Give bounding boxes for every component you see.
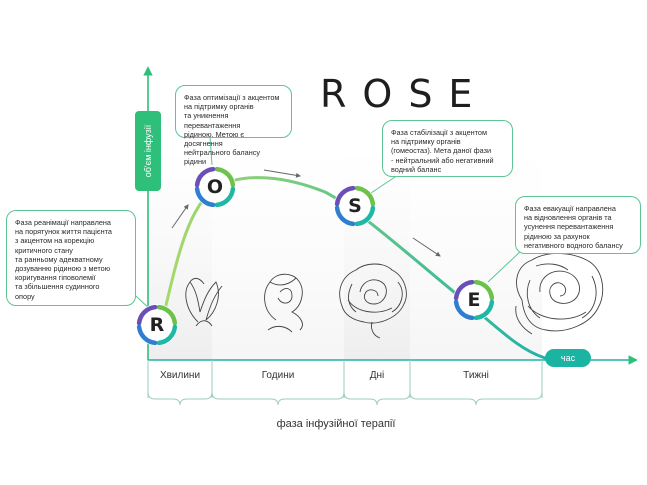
node-ring-segment-r-1: [156, 304, 178, 326]
direction-arrow-3: [412, 237, 441, 257]
direction-arrow-2: [263, 169, 301, 178]
callout-pointers: [135, 135, 523, 314]
node-letter-r: R: [149, 314, 165, 336]
callout-optimization: Фаза оптимізації з акцентом на підтримку…: [175, 85, 292, 166]
phase-brackets: [147, 360, 543, 406]
diagram-title: ROSE: [320, 72, 489, 116]
node-ring-segment-o-1: [214, 166, 236, 188]
node-ring-segment-s-3: [334, 205, 356, 227]
callout-stabilization: Фаза стабілізації з акцентом на підтримк…: [382, 120, 513, 177]
rose-bud-sketch: [185, 277, 223, 327]
node-disc-s: [334, 185, 376, 227]
node-ring-segment-r-3: [136, 324, 158, 346]
node-ring-segment-r-4: [136, 304, 158, 326]
node-letter-e: E: [467, 289, 481, 311]
node-ring-segment-s-4: [334, 185, 356, 207]
node-ring-o: [194, 166, 236, 208]
node-ring-segment-o-2: [214, 186, 236, 208]
node-ring-segment-o-3: [194, 186, 216, 208]
callout-evacuation: Фаза евакуації направлена на відновлення…: [515, 196, 641, 254]
phase-label-minutes: Хвилини: [159, 370, 201, 381]
node-ring-segment-e-4: [453, 279, 475, 301]
node-ring-segment-o-4: [194, 166, 216, 188]
phase-label-days: Дні: [369, 370, 385, 381]
rose-open-sketch: [339, 263, 407, 339]
rose-full-sketch: [515, 253, 604, 335]
y-axis-label-box: об'єм інфузії: [135, 111, 161, 191]
phase-label-weeks: Тижні: [463, 370, 489, 381]
phase-band-4: [410, 150, 542, 360]
node-ring-segment-s-1: [354, 185, 376, 207]
y-axis-label: об'єм інфузії: [143, 124, 153, 178]
node-ring-segment-e-1: [473, 279, 495, 301]
node-ring-segment-r-2: [156, 324, 178, 346]
node-letter-o: O: [206, 176, 224, 198]
node-ring-s: [334, 185, 376, 227]
callout-resuscitation: Фаза реанімації направлена на порятунок …: [6, 210, 136, 306]
direction-arrow-1: [171, 204, 189, 229]
footer-label: фаза інфузійної терапії: [276, 418, 396, 430]
node-ring-r: [136, 304, 178, 346]
node-ring-segment-e-3: [453, 299, 475, 321]
node-letter-s: S: [348, 195, 362, 217]
node-disc-r: [136, 304, 178, 346]
x-axis-label: час: [545, 349, 591, 367]
node-ring-e: [453, 279, 495, 321]
node-disc-o: [194, 166, 236, 208]
node-disc-e: [453, 279, 495, 321]
node-ring-segment-s-2: [354, 205, 376, 227]
phase-band-3: [344, 150, 410, 360]
rose-young-sketch: [264, 273, 303, 333]
node-ring-segment-e-2: [473, 299, 495, 321]
phase-label-hours: Години: [261, 370, 295, 381]
